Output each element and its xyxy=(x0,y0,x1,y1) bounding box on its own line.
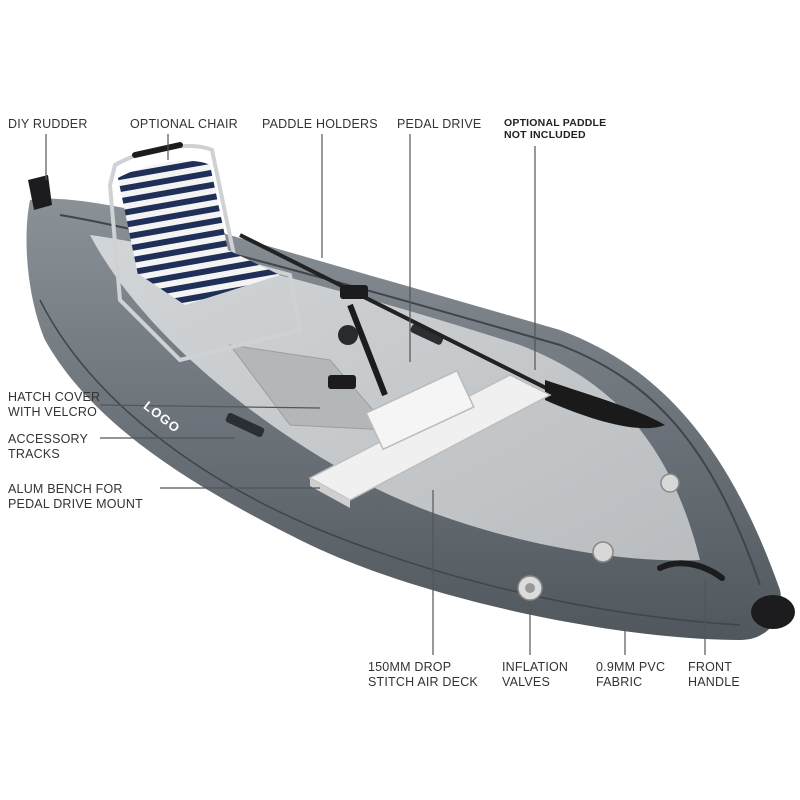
chair-seat xyxy=(140,250,280,305)
label-pedal-drive: PEDAL DRIVE xyxy=(397,117,482,131)
front-handle xyxy=(657,560,725,581)
accessory-track xyxy=(225,413,265,437)
label-accessory-tracks: ACCESSORY TRACKS xyxy=(8,432,89,461)
label-front-handle: FRONT HANDLE xyxy=(688,660,740,689)
chair-handle xyxy=(132,142,183,158)
label-hatch-cover: HATCH COVER WITH VELCRO xyxy=(8,390,101,419)
paddle-blade xyxy=(545,380,665,429)
leader-lines xyxy=(45,134,706,655)
pedal-top xyxy=(340,285,368,299)
label-pvc-fabric: 0.9MM PVC FABRIC xyxy=(596,660,666,689)
label-inflation-valves: INFLATION VALVES xyxy=(502,660,569,689)
nose-cone xyxy=(751,595,795,629)
paddle-shaft xyxy=(239,233,561,397)
chair-frame xyxy=(107,143,303,363)
diy-rudder xyxy=(28,175,52,210)
label-optional-chair: OPTIONAL CHAIR xyxy=(130,117,238,131)
label-optional-paddle: OPTIONAL PADDLE NOT INCLUDED xyxy=(504,117,607,141)
label-paddle-holders: PADDLE HOLDERS xyxy=(262,117,378,131)
label-alum-bench: ALUM BENCH FOR PEDAL DRIVE MOUNT xyxy=(8,482,143,511)
pedal-drive-hub xyxy=(338,325,358,345)
label-diy-rudder: DIY RUDDER xyxy=(8,117,88,131)
chair-back xyxy=(118,160,228,275)
pedal-bottom xyxy=(328,375,356,389)
air-deck xyxy=(90,235,700,561)
pedal-drive-box xyxy=(365,369,475,451)
label-air-deck: 150MM DROP STITCH AIR DECK xyxy=(368,660,478,689)
